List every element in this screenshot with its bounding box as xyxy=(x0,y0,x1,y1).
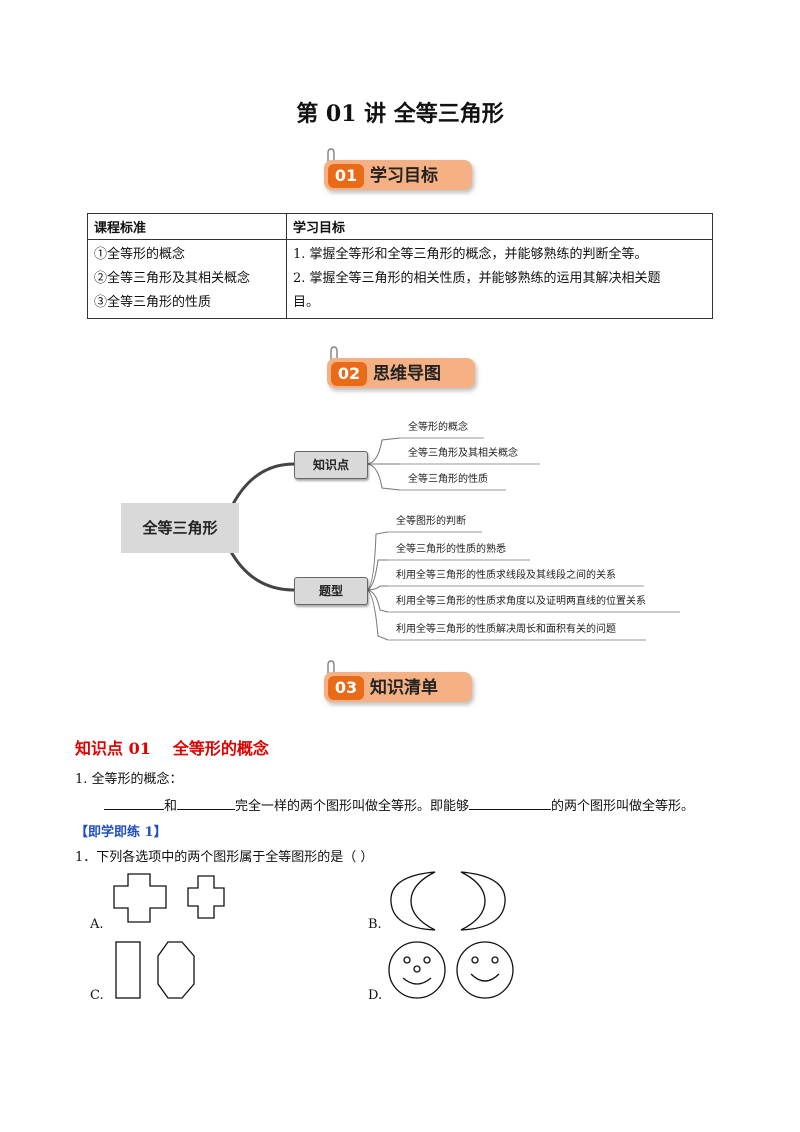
option-d-figure xyxy=(388,941,514,999)
mindmap-branch-types: 题型 xyxy=(294,577,368,605)
knowledge-heading: 知识点 01 全等形的概念 xyxy=(75,735,269,759)
mindmap-leaf: 全等三角形的性质的熟悉 xyxy=(396,544,506,555)
standards-cell: ①全等形的概念 ②全等三角形及其相关概念 ③全等三角形的性质 xyxy=(87,239,287,319)
section-label: 学习目标 xyxy=(370,166,438,186)
mindmap-leaf: 全等图形的判断 xyxy=(396,516,466,527)
section-label: 知识清单 xyxy=(370,678,438,698)
mindmap-leaf: 全等三角形的性质 xyxy=(408,474,488,485)
blank-field[interactable] xyxy=(177,795,236,810)
mindmap-branch-knowledge: 知识点 xyxy=(294,451,368,479)
goals-table: 课程标准 学习目标 ①全等形的概念 ②全等三角形及其相关概念 ③全等三角形的性质… xyxy=(87,213,713,319)
practice-label: 【即学即练 1】 xyxy=(75,825,167,840)
option-b-figure xyxy=(390,871,506,931)
sentence-part: 和 xyxy=(164,799,178,814)
section-number: 01 xyxy=(328,164,364,188)
option-c-figure xyxy=(115,941,195,999)
section-label: 思维导图 xyxy=(373,364,441,384)
paperclip-icon xyxy=(327,660,335,676)
table-header: 学习目标 xyxy=(286,213,713,240)
paperclip-icon xyxy=(327,148,335,164)
objective-item: 2. 掌握全等三角形的相关性质，并能够熟练的运用其解决相关题 xyxy=(293,271,661,286)
page-title: 第 01 讲 全等三角形 xyxy=(296,101,504,127)
option-a-label: A. xyxy=(90,917,104,932)
blank-field[interactable] xyxy=(469,795,552,810)
knowledge-title: 全等形的概念 xyxy=(172,739,269,758)
section-number: 03 xyxy=(328,676,364,700)
mindmap-root: 全等三角形 xyxy=(121,503,239,553)
option-d-label: D. xyxy=(368,988,383,1003)
mindmap-leaf: 利用全等三角形的性质解决周长和面积有关的问题 xyxy=(396,624,616,635)
table-header: 课程标准 xyxy=(87,213,287,240)
standard-item: ③全等三角形的性质 xyxy=(94,295,212,310)
objective-item: 1. 掌握全等形和全等三角形的概念，并能够熟练的判断全等。 xyxy=(293,247,648,262)
sentence-part: 的两个图形叫做全等形。 xyxy=(551,799,695,814)
mindmap-leaf: 全等三角形及其相关概念 xyxy=(408,448,518,459)
objective-item: 目。 xyxy=(293,295,320,310)
practice-question: 1．下列各选项中的两个图形属于全等图形的是（ ） xyxy=(75,850,374,865)
blank-field[interactable] xyxy=(104,795,164,810)
option-c-label: C. xyxy=(90,988,104,1003)
mindmap-leaf: 利用全等三角形的性质求线段及其线段之间的关系 xyxy=(396,570,616,581)
question-label: 1. 全等形的概念： xyxy=(75,772,183,787)
option-b-label: B. xyxy=(368,917,382,932)
section-banner-goals: 01 学习目标 xyxy=(322,148,472,192)
standard-item: ①全等形的概念 xyxy=(94,247,186,262)
sentence-part: 完全一样的两个图形叫做全等形。即能够 xyxy=(235,799,470,814)
paperclip-icon xyxy=(330,346,338,362)
section-number: 02 xyxy=(331,362,367,386)
mindmap-leaf: 利用全等三角形的性质求角度以及证明两直线的位置关系 xyxy=(396,596,646,607)
objectives-cell: 1. 掌握全等形和全等三角形的概念，并能够熟练的判断全等。 2. 掌握全等三角形… xyxy=(286,239,713,319)
mindmap-connectors xyxy=(228,437,680,641)
standard-item: ②全等三角形及其相关概念 xyxy=(94,271,251,286)
fill-in-sentence: 和 完全一样的两个图形叫做全等形。即能够 的两个图形叫做全等形。 xyxy=(104,795,694,814)
section-banner-knowledge: 03 知识清单 xyxy=(322,660,472,704)
option-a-figure xyxy=(113,873,225,923)
knowledge-number: 知识点 01 xyxy=(75,739,151,758)
mindmap-leaf: 全等形的概念 xyxy=(408,422,468,433)
section-banner-mindmap: 02 思维导图 xyxy=(325,346,475,390)
